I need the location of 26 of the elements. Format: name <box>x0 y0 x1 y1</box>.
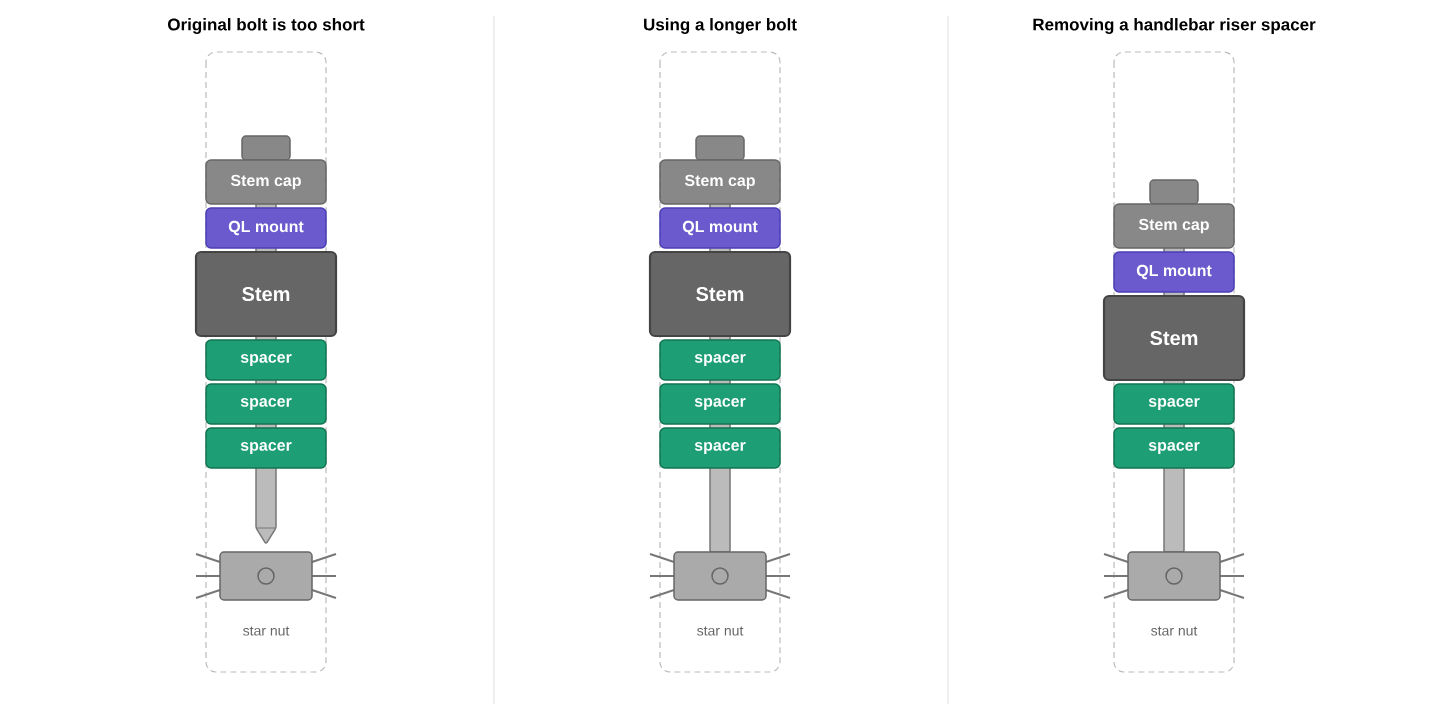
part-caption: star nut <box>697 626 744 636</box>
stem-cap: Stem cap <box>1113 203 1235 249</box>
spacer-block: spacer <box>659 427 781 469</box>
stem-cap: Stem cap <box>205 159 327 205</box>
star-nut-drawing <box>649 551 791 601</box>
mount-block: QL mount <box>1113 251 1235 293</box>
stem-block: Stem <box>648 250 792 338</box>
star-nut-drawing <box>1103 551 1245 601</box>
panel-title: Using a longer bolt <box>644 18 797 34</box>
spacer-block: spacer <box>205 339 327 381</box>
mount-block: QL mount <box>205 207 327 249</box>
star-nut-drawing <box>195 551 337 601</box>
spacer-block: spacer <box>1113 427 1235 469</box>
spacer-block: spacer <box>659 339 781 381</box>
stem-block: Stem <box>194 250 338 338</box>
spacer-block: spacer <box>1113 383 1235 425</box>
panel-title: Removing a handlebar riser spacer <box>1033 18 1316 34</box>
stem-block: Stem <box>1102 294 1246 382</box>
panel-title: Original bolt is too short <box>168 18 365 34</box>
spacer-block: spacer <box>205 383 327 425</box>
spacer-block: spacer <box>205 427 327 469</box>
part-caption: star nut <box>1151 626 1198 636</box>
stem-cap: Stem cap <box>659 159 781 205</box>
spacer-block: spacer <box>659 383 781 425</box>
mount-block: QL mount <box>659 207 781 249</box>
part-caption: star nut <box>243 626 290 636</box>
